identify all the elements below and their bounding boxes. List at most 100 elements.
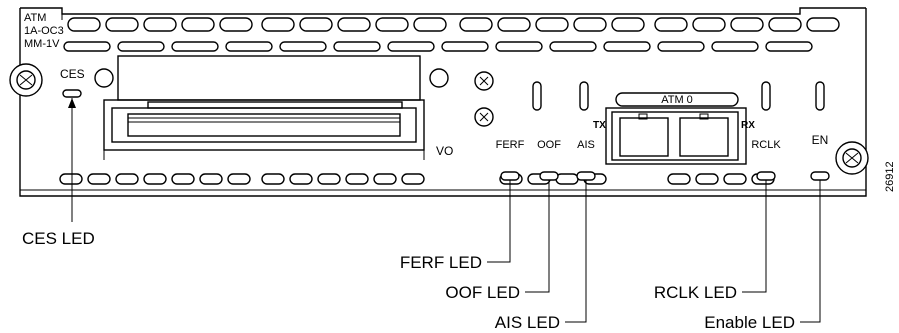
vent-slot (654, 17, 688, 32)
ferf-callout: FERF LED (400, 253, 482, 272)
vent-slot (549, 41, 597, 52)
en-panel-label: EN (812, 133, 829, 147)
vent-slot (333, 41, 381, 52)
vent-slot (299, 17, 333, 32)
vertical-slot-4 (815, 81, 825, 111)
rclk-panel-label: RCLK (751, 139, 781, 151)
oof-callout: OOF LED (445, 283, 520, 302)
vent-slot (401, 173, 425, 185)
ces-led (62, 89, 82, 98)
vent-slot (711, 41, 759, 52)
module-label-line-2: 1A-OC3 (24, 25, 64, 37)
vent-slot (289, 173, 313, 185)
vent-slot (181, 17, 215, 32)
vent-slot (115, 173, 139, 185)
vent-slot (495, 41, 543, 52)
callout-leaders (68, 98, 821, 323)
left-slot-hole (94, 68, 114, 88)
oof-leader (525, 180, 550, 293)
vent-slot (345, 173, 369, 185)
vent-slot (765, 41, 813, 52)
port-label: ATM 0 (661, 94, 693, 106)
atm-port: ATM 0 (605, 92, 747, 165)
ces-panel-label: CES (60, 67, 85, 81)
vent-slot (143, 173, 167, 185)
ces-callout: CES LED (22, 229, 95, 248)
vent-slot (667, 173, 691, 185)
oof-led (539, 171, 559, 181)
vent-slot (373, 173, 397, 185)
vent-slot (459, 17, 493, 32)
bottom-vent-row (59, 173, 775, 185)
vent-slot (535, 17, 569, 32)
top-vent-row-1 (67, 17, 840, 32)
vent-slot (261, 17, 295, 32)
vent-slot (611, 17, 645, 32)
vent-slot (695, 173, 719, 185)
vent-slot (555, 173, 579, 185)
ais-leader (565, 180, 587, 323)
rx-label: RX (741, 120, 755, 131)
vent-slot (387, 41, 435, 52)
vent-slot (171, 41, 219, 52)
vent-slot (375, 17, 409, 32)
vertical-slot-2 (579, 81, 589, 111)
enable-leader (800, 180, 821, 323)
vent-slot (225, 41, 273, 52)
vent-slot (63, 41, 111, 52)
vent-slot (117, 41, 165, 52)
vent-slot (806, 17, 840, 32)
faceplate (19, 7, 867, 197)
vent-slot (768, 17, 802, 32)
vent-slot (317, 173, 341, 185)
right-captive-screw (835, 141, 869, 175)
vertical-slot-3 (761, 81, 771, 111)
oof-panel-label: OOF (537, 139, 561, 151)
vent-slot (497, 17, 531, 32)
ais-panel-label: AIS (577, 139, 595, 151)
ais-callout: AIS LED (495, 313, 560, 332)
vent-slot (227, 173, 251, 185)
vent-slot (441, 41, 489, 52)
en-led (810, 171, 830, 181)
vent-slot (59, 173, 83, 185)
vent-slot (171, 173, 195, 185)
vent-slot (67, 17, 101, 32)
vent-slot (692, 17, 726, 32)
vent-slot (143, 17, 177, 32)
right-slot-hole (429, 68, 449, 88)
vent-slot (603, 41, 651, 52)
vent-slot (723, 173, 747, 185)
vent-slot (199, 173, 223, 185)
vent-slot (337, 17, 371, 32)
rclk-callout: RCLK LED (654, 283, 737, 302)
vent-slot (219, 17, 253, 32)
rclk-led (756, 171, 776, 181)
vent-slot (413, 17, 447, 32)
ais-led (576, 171, 596, 181)
module-label-line-3: MM-1V (24, 38, 60, 50)
enable-callout: Enable LED (704, 313, 795, 332)
upper-small-screw (474, 71, 494, 91)
lower-small-screw (474, 107, 494, 127)
vent-slot (730, 17, 764, 32)
rclk-leader (742, 180, 767, 293)
figure-number: 26912 (884, 161, 896, 192)
vo-label: VO (436, 144, 453, 158)
ferf-led (500, 171, 520, 181)
card-slot (103, 55, 425, 160)
module-label: ATM 1A-OC3 MM-1V (24, 12, 64, 50)
vertical-slot-1 (532, 81, 542, 111)
vent-slot (657, 41, 705, 52)
ces-leader-arrow (68, 98, 76, 108)
vent-slot (261, 173, 285, 185)
vent-slot (105, 17, 139, 32)
tx-label: TX (593, 120, 606, 131)
module-label-line-1: ATM (24, 12, 46, 24)
ferf-panel-label: FERF (496, 139, 525, 151)
top-vent-row-2 (63, 41, 813, 52)
ferf-leader (487, 180, 511, 263)
vent-slot (573, 17, 607, 32)
vent-slot (279, 41, 327, 52)
